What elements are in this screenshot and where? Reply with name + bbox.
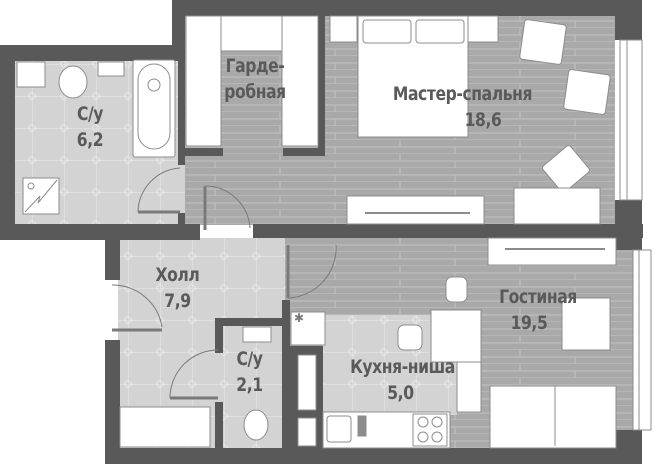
door-swing <box>169 349 219 399</box>
column-cell <box>297 417 317 447</box>
tv-stand <box>346 195 485 225</box>
room-area: 2,1 <box>236 374 263 396</box>
door-swing <box>111 284 163 328</box>
armchair <box>519 19 567 65</box>
column-cell <box>297 354 317 411</box>
door-swing <box>137 167 181 213</box>
room-area: 7,9 <box>164 290 191 312</box>
desk-chair <box>542 145 590 193</box>
room-label-bathroom-2: С/у 2,1 <box>227 346 272 398</box>
sink-icon <box>326 415 352 443</box>
wardrobe-rack-right <box>281 15 319 147</box>
furniture <box>16 15 617 449</box>
sofa <box>489 385 617 449</box>
coat-rack <box>119 406 211 448</box>
room-label-hall: Холл 7,9 <box>147 262 209 314</box>
room-label-living-room: Гостиная 19,5 <box>489 284 587 336</box>
room-name-line2: робная <box>224 81 286 103</box>
armchair <box>563 69 611 115</box>
stove-icon <box>412 413 448 447</box>
toilet-icon <box>243 409 269 441</box>
room-name: Гостиная <box>499 286 577 308</box>
wardrobe-rack-left <box>185 15 222 147</box>
windows <box>619 39 652 431</box>
room-area: 18,6 <box>464 109 502 131</box>
room-area: 19,5 <box>510 312 548 334</box>
room-label-bathroom-1: С/у 6,2 <box>65 101 114 153</box>
room-name-line1: Гарде- <box>225 55 285 77</box>
toilet-icon <box>58 65 88 99</box>
room-label-kitchen-niche: Кухня-ниша 5,0 <box>339 354 466 406</box>
sink-icon <box>97 61 125 77</box>
door-swing <box>287 244 337 299</box>
room-name: С/у <box>236 348 263 370</box>
chair <box>445 276 468 303</box>
dining-table <box>430 309 482 363</box>
room-name: С/у <box>76 103 104 125</box>
desk <box>513 187 601 225</box>
room-name: Кухня-ниша <box>350 356 455 378</box>
room-area: 5,0 <box>387 382 414 404</box>
room-area: 6,2 <box>76 129 104 151</box>
cabinet <box>16 61 46 88</box>
living-window <box>632 249 652 431</box>
room-name: Холл <box>155 264 200 286</box>
room-name: Мастер-спальня <box>392 83 533 105</box>
room-label-master-bedroom: Мастер-спальня 18,6 <box>374 81 550 133</box>
chair <box>397 324 423 351</box>
wardrobe-rack-top <box>220 15 283 52</box>
nightstand <box>329 15 358 43</box>
fridge <box>290 311 326 346</box>
door-swing <box>204 185 251 229</box>
coffee-table <box>561 297 611 351</box>
nightstand <box>467 15 499 43</box>
room-label-wardrobe: Гарде- робная <box>218 53 292 105</box>
bedroom-window <box>619 39 643 201</box>
doors <box>111 167 337 400</box>
sink-icon <box>242 326 272 343</box>
snowflake-icon: ✱ <box>294 311 305 325</box>
tv-stand <box>487 237 617 266</box>
